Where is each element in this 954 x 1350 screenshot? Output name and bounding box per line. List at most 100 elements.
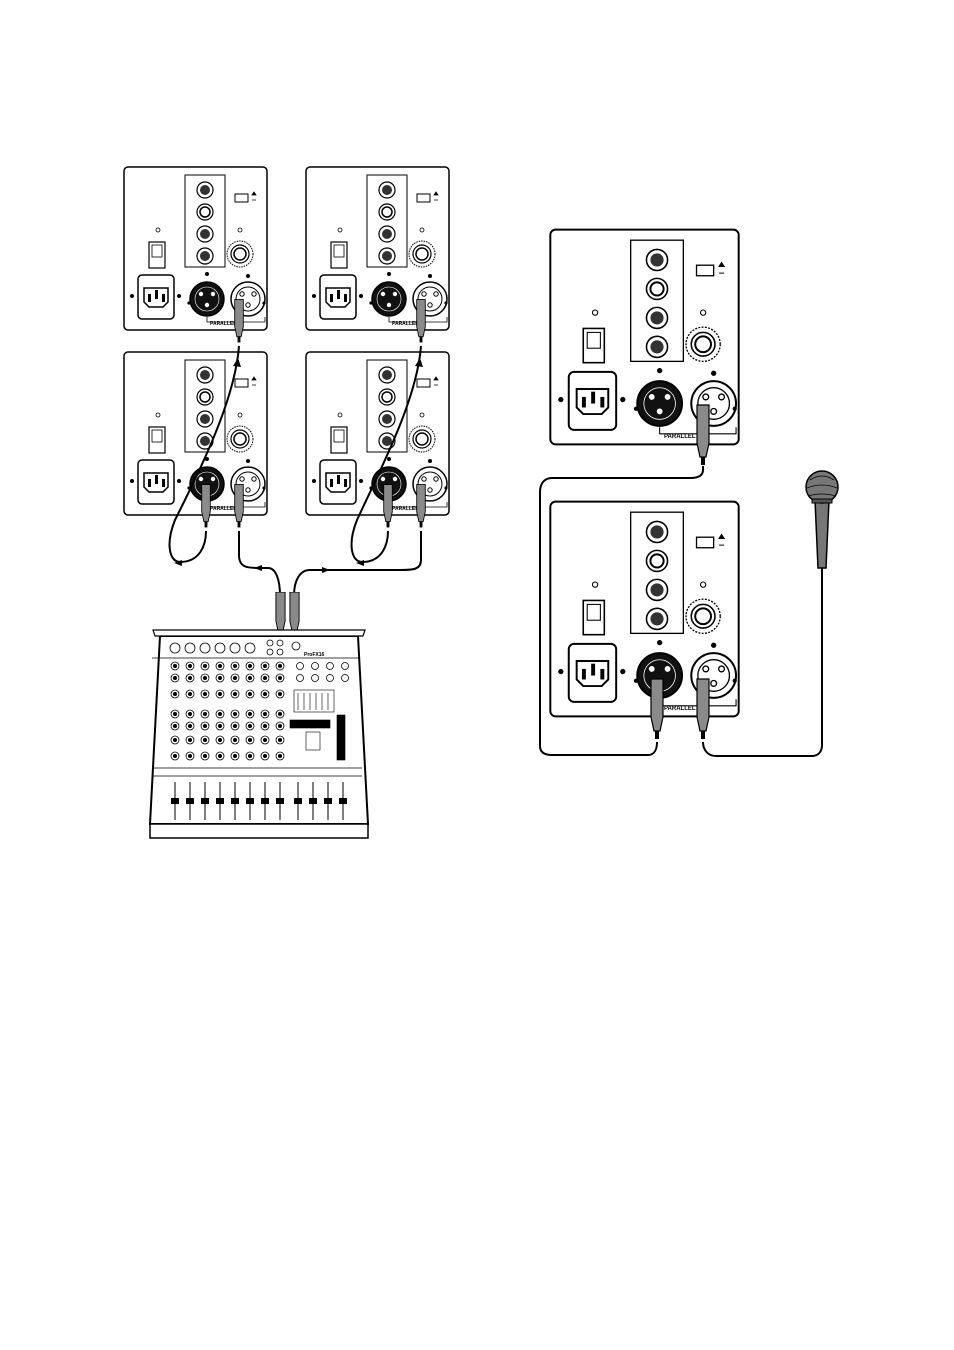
- mixer-knob-cap: [203, 676, 206, 679]
- mixer-knob-cap: [218, 664, 221, 667]
- fader-cap: [339, 798, 347, 804]
- speaker-panel-bottom-right: [306, 352, 449, 515]
- mixer-knob-cap: [218, 724, 221, 727]
- mixer-knob-cap: [218, 754, 221, 757]
- mixer-knob-cap: [173, 712, 176, 715]
- fader-cap: [186, 798, 194, 804]
- mixer-knob-cap: [233, 754, 236, 757]
- fader-cap: [309, 798, 317, 804]
- mixer-knob-cap: [263, 676, 266, 679]
- cable-plug: [417, 485, 426, 528]
- mixer-knob-cap: [248, 692, 251, 695]
- speaker-panel-bottom-left: [124, 352, 267, 515]
- mixer-knob-cap: [278, 664, 281, 667]
- mixer-knob-cap: [188, 724, 191, 727]
- mixer-console: ProFX16: [150, 630, 368, 838]
- mixer-knob: [297, 663, 304, 670]
- mixer-knob: [327, 663, 334, 670]
- cable-plug: [697, 405, 709, 465]
- fader-cap: [216, 798, 224, 804]
- cable-plug: [651, 679, 663, 739]
- mixer-knob: [342, 675, 349, 682]
- parallel-label-bl: PARALLEL: [210, 506, 236, 512]
- mixer-knob-cap: [248, 724, 251, 727]
- speaker-panel-top-left: [124, 167, 267, 330]
- mixer-knob-cap: [248, 754, 251, 757]
- mixer-knob-cap: [188, 664, 191, 667]
- fader-cap: [276, 798, 284, 804]
- cable-plug: [235, 300, 244, 343]
- mixer-knob-cap: [188, 692, 191, 695]
- parallel-label-br: PARALLEL: [392, 506, 418, 512]
- fader-cap: [324, 798, 332, 804]
- mixer-brand-label: ProFX16: [304, 652, 325, 658]
- mixer-knob-cap: [233, 664, 236, 667]
- mixer-knob-cap: [278, 712, 281, 715]
- mixer-knob-cap: [203, 712, 206, 715]
- mixer-knob: [297, 675, 304, 682]
- mixer-knob-cap: [263, 692, 266, 695]
- mixer-knob-cap: [173, 724, 176, 727]
- mixer-knob-cap: [173, 676, 176, 679]
- mixer-knob-cap: [233, 712, 236, 715]
- mixer-knob-cap: [188, 712, 191, 715]
- mixer-knob-cap: [263, 712, 266, 715]
- mixer-knob-cap: [203, 754, 206, 757]
- cable-plug: [417, 300, 426, 343]
- mixer-knob: [312, 675, 319, 682]
- mixer-knob-cap: [188, 754, 191, 757]
- cable-plug: [235, 485, 244, 528]
- mixer-knob-cap: [203, 724, 206, 727]
- cable-plug: [697, 679, 709, 739]
- mixer-knob-cap: [173, 664, 176, 667]
- mixer-knob-cap: [188, 676, 191, 679]
- mixer-knob-cap: [188, 738, 191, 741]
- parallel-label-large-bottom: PARALLEL: [664, 706, 696, 712]
- mixer-knob-cap: [248, 738, 251, 741]
- mixer-knob-cap: [278, 754, 281, 757]
- cable-plug: [202, 485, 211, 528]
- fader-cap: [231, 798, 239, 804]
- mixer-knob-cap: [248, 676, 251, 679]
- fader-cap: [201, 798, 209, 804]
- speaker-panel-large-top: [550, 230, 738, 445]
- parallel-label-large-top: PARALLEL: [664, 434, 696, 440]
- mixer-knob: [327, 675, 334, 682]
- mixer-knob-cap: [233, 738, 236, 741]
- mixer-knob: [342, 663, 349, 670]
- mixer-knob-cap: [263, 754, 266, 757]
- mixer-knob-cap: [173, 754, 176, 757]
- parallel-label-tl: PARALLEL: [210, 321, 236, 327]
- mixer-knob-cap: [218, 712, 221, 715]
- fader-cap: [261, 798, 269, 804]
- mixer-knob-cap: [278, 724, 281, 727]
- mixer-knob-cap: [218, 738, 221, 741]
- mixer-knob-cap: [263, 664, 266, 667]
- handheld-microphone: [806, 471, 838, 568]
- mixer-knob-cap: [278, 692, 281, 695]
- parallel-label-tr: PARALLEL: [392, 321, 418, 327]
- fader-cap: [294, 798, 302, 804]
- mixer-knob-cap: [173, 738, 176, 741]
- mixer-knob-cap: [203, 692, 206, 695]
- mixer-knob-cap: [278, 676, 281, 679]
- mixer-knob-cap: [233, 692, 236, 695]
- mixer-knob-cap: [218, 676, 221, 679]
- speaker-panel-top-right: [306, 167, 449, 330]
- mixer-knob-cap: [248, 664, 251, 667]
- mixer-knob-cap: [263, 738, 266, 741]
- mixer-knob: [312, 663, 319, 670]
- cable-plug: [384, 485, 393, 528]
- mixer-knob-cap: [203, 738, 206, 741]
- mixer-knob-cap: [233, 676, 236, 679]
- mixer-knob-cap: [173, 692, 176, 695]
- mixer-knob-cap: [203, 664, 206, 667]
- mixer-knob-cap: [218, 692, 221, 695]
- fader-cap: [246, 798, 254, 804]
- fader-cap: [171, 798, 179, 804]
- mixer-knob-cap: [248, 712, 251, 715]
- mixer-knob-cap: [233, 724, 236, 727]
- mixer-knob-cap: [278, 738, 281, 741]
- mixer-knob-cap: [263, 724, 266, 727]
